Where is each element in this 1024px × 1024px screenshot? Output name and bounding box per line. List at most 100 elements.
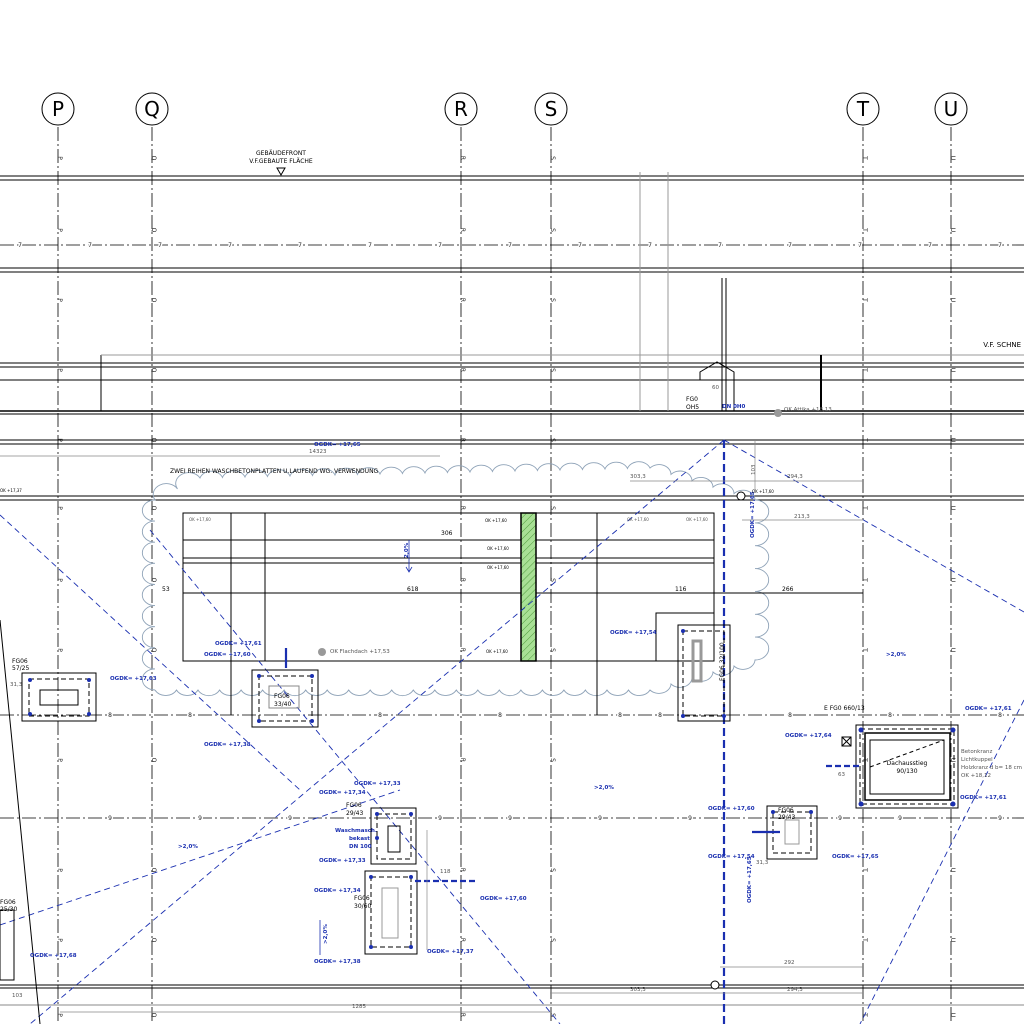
- svg-text:30/60: 30/60: [354, 903, 371, 910]
- row-label-small: 8: [888, 712, 892, 719]
- axis-label-small: U: [949, 298, 956, 302]
- axis-label-small: Q: [150, 648, 157, 653]
- row-label-small: 7: [998, 242, 1002, 249]
- axis-label-small: S: [549, 228, 556, 232]
- svg-text:292: 292: [784, 960, 795, 966]
- axis-label-small: U: [949, 156, 956, 160]
- axis-label-small: S: [549, 758, 556, 762]
- row-label-small: 7: [578, 242, 582, 249]
- svg-text:OGDK= +17,54: OGDK= +17,54: [610, 630, 657, 636]
- roof-slope-lines: [0, 439, 1024, 1024]
- svg-text:OK +17,60: OK +17,60: [485, 518, 507, 523]
- row-label-small: 9: [998, 815, 1002, 822]
- row-label-small: 9: [108, 815, 112, 822]
- row-label-small: 7: [298, 242, 302, 249]
- svg-text:OGDK= +17,37: OGDK= +17,37: [427, 949, 474, 955]
- axis-label-small: T: [861, 297, 868, 302]
- axis-label-small: S: [549, 298, 556, 302]
- row-label-small: 7: [88, 242, 92, 249]
- axis-label-small: P: [56, 648, 63, 652]
- axis-label-small: S: [549, 506, 556, 510]
- svg-text:OGDK= +17,38: OGDK= +17,38: [314, 959, 361, 965]
- svg-text:618: 618: [407, 586, 419, 593]
- svg-text:E FG0 660/13: E FG0 660/13: [824, 705, 865, 712]
- svg-text:Betonkranz: Betonkranz: [961, 749, 992, 755]
- axis-label-small: P: [56, 938, 63, 942]
- svg-text:OGDK= +17,33: OGDK= +17,33: [319, 858, 366, 864]
- axis-bubble-u: U: [934, 92, 968, 126]
- axis-label-small: U: [949, 938, 956, 942]
- axis-bubble-p: P: [41, 92, 75, 126]
- axis-label-small: P: [56, 156, 63, 160]
- row-label-small: 8: [498, 712, 502, 719]
- building-lines: [0, 172, 1024, 1006]
- row-label-small: 7: [858, 242, 862, 249]
- axis-label-small: Q: [150, 578, 157, 583]
- svg-text:2,0%: 2,0%: [404, 542, 410, 558]
- svg-text:V.F. SCHNE: V.F. SCHNE: [983, 341, 1021, 349]
- svg-text:OGDK= +17,61: OGDK= +17,61: [965, 706, 1012, 712]
- annotations: GEBÄUDEFRONT V.F.GEBAUTE FLÄCHE V.F. SCH…: [0, 150, 1022, 1010]
- axis-label-small: Q: [150, 156, 157, 161]
- axis-label-small: R: [459, 1013, 466, 1017]
- svg-text:OGDK= +17,34: OGDK= +17,34: [314, 888, 361, 894]
- svg-text:OGDK= +17,63: OGDK= +17,63: [110, 676, 157, 682]
- svg-text:60: 60: [712, 385, 719, 391]
- svg-text:306: 306: [441, 530, 453, 537]
- axis-label-small: S: [549, 868, 556, 872]
- level-marker: [318, 648, 326, 656]
- svg-text:53: 53: [162, 586, 170, 593]
- axis-label-small: S: [549, 368, 556, 372]
- svg-text:>2,0%: >2,0%: [594, 785, 614, 791]
- axis-label-small: T: [861, 367, 868, 372]
- svg-text:OK Flachdach +17,53: OK Flachdach +17,53: [330, 649, 390, 655]
- row-label-small: 8: [658, 712, 662, 719]
- axis-label-small: T: [861, 227, 868, 232]
- svg-text:OK +17,37: OK +17,37: [0, 488, 22, 493]
- axis-label-small: P: [56, 228, 63, 232]
- axis-label-small: T: [861, 155, 868, 160]
- axis-label-small: R: [459, 298, 466, 302]
- row-label-small: 8: [998, 712, 1002, 719]
- axis-label-small: U: [949, 506, 956, 510]
- axis-label-small: Q: [150, 938, 157, 943]
- row-label-small: 8: [188, 712, 192, 719]
- axis-label-small: T: [861, 867, 868, 872]
- svg-text:FG06 32/100: FG06 32/100: [719, 642, 726, 681]
- svg-text:Lichtkuppel: Lichtkuppel: [961, 757, 993, 763]
- drain-symbol: [736, 491, 746, 501]
- axis-label-small: R: [459, 506, 466, 510]
- svg-text:T: T: [856, 97, 870, 121]
- axis-label-small: P: [56, 368, 63, 372]
- svg-text:303,3: 303,3: [630, 474, 646, 480]
- svg-text:OGDK= +17,65: OGDK= +17,65: [314, 442, 361, 448]
- axis-label-small: Q: [150, 868, 157, 873]
- axis-label-small: S: [549, 156, 556, 160]
- axis-label-small: S: [549, 938, 556, 942]
- row-label-small: 7: [928, 242, 932, 249]
- level-marker: [774, 409, 782, 417]
- svg-text:OK +17,60: OK +17,60: [487, 546, 509, 551]
- axis-label-small: U: [949, 648, 956, 652]
- svg-text:OK +17,60: OK +17,60: [487, 565, 509, 570]
- elevation-marker: [276, 167, 286, 177]
- revision-cloud: [141, 461, 770, 697]
- svg-text:29/43: 29/43: [778, 814, 795, 821]
- row-label-small: 7: [228, 242, 232, 249]
- svg-text:Dachausstieg: Dachausstieg: [887, 760, 928, 767]
- row-label-small: 9: [838, 815, 842, 822]
- axis-label-small: R: [459, 938, 466, 942]
- svg-text:ZWEI REIHEN WASCHBETONPLATTEN: ZWEI REIHEN WASCHBETONPLATTEN U.LAUFEND …: [170, 468, 379, 475]
- svg-text:S: S: [545, 97, 558, 121]
- svg-text:103: 103: [751, 464, 757, 475]
- drain-symbol: [710, 980, 720, 990]
- svg-text:OH5: OH5: [686, 404, 699, 411]
- row-label-small: 8: [108, 712, 112, 719]
- axis-label-small: T: [861, 577, 868, 582]
- row-label-small: 9: [688, 815, 692, 822]
- axis-label-small: R: [459, 368, 466, 372]
- svg-text:213,3: 213,3: [794, 514, 810, 520]
- axis-label-small: Q: [150, 758, 157, 763]
- row-label-small: 7: [368, 242, 372, 249]
- svg-text:29/43: 29/43: [346, 810, 363, 817]
